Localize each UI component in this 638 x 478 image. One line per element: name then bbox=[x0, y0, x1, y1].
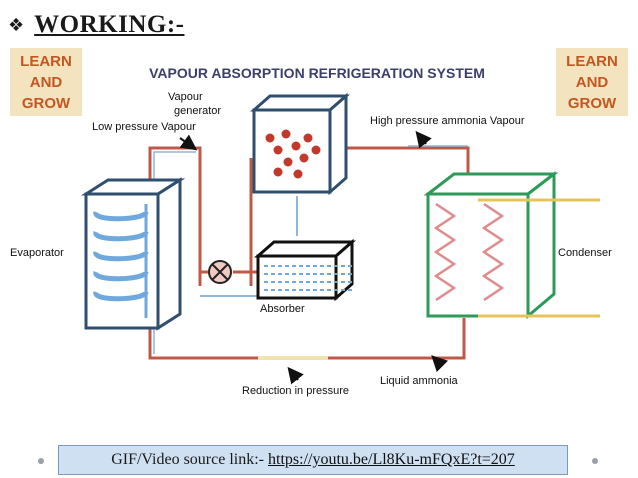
arrow-liquid-ammonia bbox=[431, 355, 449, 373]
absorber-unit bbox=[254, 238, 356, 302]
label-low-pressure: Low pressure Vapour bbox=[92, 121, 196, 133]
badge-right-line-3: GROW bbox=[568, 95, 617, 112]
condenser-coil bbox=[433, 202, 505, 302]
expansion-valve-icon bbox=[208, 260, 232, 284]
vapour-generator-unit bbox=[250, 92, 350, 196]
badge-right-line-2: AND bbox=[576, 74, 609, 91]
badge-left-line-1: LEARN bbox=[20, 53, 72, 70]
label-evaporator: Evaporator bbox=[10, 247, 64, 259]
slide-title: WORKING:- bbox=[34, 11, 185, 38]
condenser-unit bbox=[423, 170, 600, 320]
pipe-low-pressure bbox=[148, 146, 202, 286]
badge-left-line-2: AND bbox=[30, 74, 63, 91]
flow-arrows bbox=[179, 130, 449, 385]
evaporator-coil bbox=[93, 209, 149, 302]
footer: GIF/Video source link:- https://youtu.be… bbox=[0, 440, 638, 478]
badge-right-line-1: LEARN bbox=[566, 53, 618, 70]
source-box: GIF/Video source link:- https://youtu.be… bbox=[58, 445, 568, 475]
label-reduction-in-pressure: Reduction in pressure bbox=[242, 385, 349, 397]
label-vapour-generator-line-1: Vapour bbox=[168, 91, 203, 103]
arrow-reduction bbox=[287, 366, 304, 385]
vapour-bubbles bbox=[265, 129, 321, 179]
diagram-labels: Vapour generator Low pressure Vapour Hig… bbox=[10, 91, 612, 397]
badge-right: LEARN AND GROW bbox=[556, 48, 628, 116]
refrigeration-diagram: LEARN AND GROW LEARN AND GROW VAPOUR ABS… bbox=[8, 46, 630, 438]
badge-left: LEARN AND GROW bbox=[10, 48, 82, 116]
bullet-dot-icon bbox=[38, 458, 44, 464]
label-absorber: Absorber bbox=[260, 303, 305, 315]
bullet-dot-icon bbox=[592, 458, 598, 464]
arrow-low-pressure bbox=[179, 134, 198, 151]
diagram-title: VAPOUR ABSORPTION REFRIGERATION SYSTEM bbox=[149, 65, 485, 81]
arrow-high-pressure bbox=[415, 130, 432, 149]
pipe-liquid-return bbox=[148, 318, 466, 360]
label-condenser: Condenser bbox=[558, 247, 612, 259]
label-high-pressure: High pressure ammonia Vapour bbox=[370, 115, 525, 127]
evaporator-unit bbox=[80, 177, 186, 331]
source-link[interactable]: https://youtu.be/Ll8Ku-mFQxE?t=207 bbox=[268, 451, 515, 468]
diamond-bullet-icon: ❖ bbox=[8, 14, 25, 36]
slide-heading: ❖ WORKING:- bbox=[8, 10, 184, 40]
pipes bbox=[148, 145, 470, 360]
label-liquid-ammonia: Liquid ammonia bbox=[380, 375, 459, 387]
pipe-high-pressure bbox=[344, 146, 470, 176]
source-label: GIF/Video source link:- bbox=[111, 451, 264, 468]
badge-left-line-3: GROW bbox=[22, 95, 71, 112]
label-vapour-generator-line-2: generator bbox=[174, 105, 221, 117]
